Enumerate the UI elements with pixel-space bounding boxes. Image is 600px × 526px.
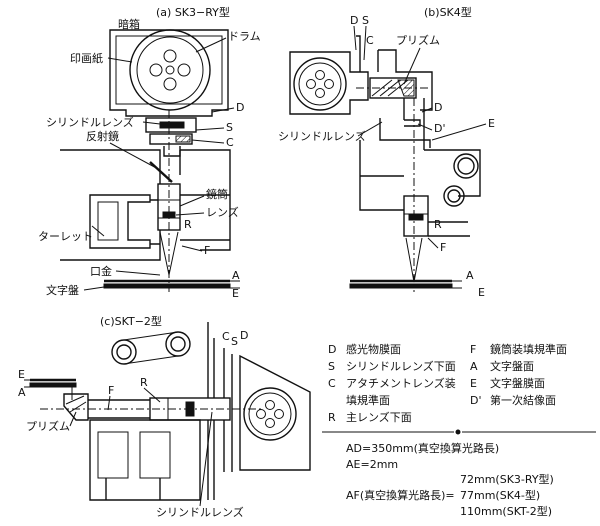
label-a-A: A (232, 269, 240, 282)
label-b-E: E (488, 117, 495, 130)
drum-circle-b (293, 57, 347, 111)
legend-text-C: アタチメントレンズ装 (346, 376, 456, 390)
label-b-S: S (362, 14, 369, 27)
legend-ad: AD=350mm(真空換算光路長) (346, 441, 499, 455)
legend-text-Dp: 第一次結像面 (490, 393, 556, 407)
legend-key-S: S (328, 360, 335, 373)
legend-af-1: 72mm(SK3-RY型) (460, 472, 554, 486)
pulley-b-bottom (443, 185, 465, 207)
label-c-R: R (140, 376, 148, 389)
caption-b: (b)SK4型 (424, 5, 472, 19)
drum-circle (129, 29, 211, 111)
label-a-F: F (204, 244, 210, 257)
body-a (60, 149, 161, 261)
label-b-D: D (350, 14, 358, 27)
label-b-cyl-lens: シリンドルレンズ (278, 129, 366, 143)
label-c-C: C (222, 330, 230, 343)
ankan-box (109, 29, 229, 117)
legend-text-C2: 填規準面 (346, 393, 390, 407)
label-dial: 文字盤 (46, 283, 79, 297)
label-tube: 鏡筒 (206, 187, 228, 201)
label-b-C: C (366, 34, 374, 47)
legend-key-R: R (328, 411, 336, 424)
legend-af-2: 77mm(SK4-型) (460, 488, 540, 502)
label-a-S: S (226, 121, 233, 134)
label-b-A: A (466, 269, 474, 282)
legend-text-F: 鏡筒装填規準面 (490, 342, 567, 356)
legend-key-Dp: D' (470, 394, 482, 407)
legend-key-C: C (328, 377, 336, 390)
label-drum: ドラム (228, 30, 261, 43)
label-ankan: 暗箱 (118, 17, 140, 31)
legend-text-S: シリンドルレンズ下面 (346, 359, 456, 373)
caption-a: (a) SK3−RY型 (156, 5, 230, 19)
drum-box-b (289, 51, 369, 115)
label-c-cyl-lens: シリンドルレンズ (156, 505, 244, 519)
mirror-a (149, 161, 173, 183)
legend-key-E: E (470, 377, 477, 390)
pulley-c-left (111, 339, 137, 365)
label-c-F: F (108, 384, 114, 397)
drum-box-c (239, 354, 311, 471)
dial-b (349, 283, 453, 289)
legend-ae: AE=2mm (346, 458, 398, 471)
legend-af-prefix: AF(真空換算光路長)= (346, 488, 455, 502)
dial-a (103, 283, 231, 289)
label-b-D-top: D (434, 101, 442, 114)
diagram-a-sk3-ry: (a) SK3−RY型 (38, 5, 261, 300)
turret-a (89, 194, 151, 249)
legend-text-D: 感光物膜面 (346, 342, 401, 356)
label-mirror: 反射鏡 (86, 129, 119, 143)
legend-af-3: 110mm(SKT-2型) (460, 504, 552, 518)
label-b-D-prime: D' (434, 122, 446, 135)
legend-divider-dot (455, 429, 461, 435)
label-paper: 印画紙 (70, 51, 103, 65)
label-c-E: E (18, 368, 25, 381)
prism-c (63, 393, 89, 421)
label-c-prism: プリズム (26, 419, 70, 433)
legend-text-R: 主レンズ下面 (346, 410, 412, 424)
label-a-D: D (236, 101, 244, 114)
legend-key-A: A (470, 360, 478, 373)
label-c-S: S (231, 335, 238, 348)
legend-text-E: 文字盤膜面 (490, 376, 545, 390)
label-c-A: A (18, 386, 26, 399)
diagram-b-sk4: (b)SK4型 (278, 5, 495, 299)
legend-text-A: 文字盤面 (490, 359, 534, 373)
label-turret: ターレット (38, 230, 93, 243)
label-mouthpiece: 口金 (90, 264, 112, 278)
label-cyl-lens-a: シリンドルレンズ (46, 115, 134, 129)
label-b-F: F (440, 241, 446, 254)
pulley-b-top (453, 153, 479, 179)
label-a-R: R (184, 218, 192, 231)
drum-circle-c (243, 387, 297, 441)
label-lens: レンズ (206, 205, 239, 219)
legend: D 感光物膜面 S シリンドルレンズ下面 C アタチメントレンズ装 填規準面 R… (322, 342, 596, 518)
label-b-E2: E (478, 286, 485, 299)
dial-c (29, 382, 77, 388)
label-b-prism: プリズム (396, 33, 440, 47)
label-a-E: E (232, 287, 239, 300)
label-c-D: D (240, 329, 248, 342)
diagram-c-skt-2: (c)SKT−2型 (18, 314, 311, 519)
caption-c: (c)SKT−2型 (100, 314, 162, 328)
pulley-c-right (165, 331, 191, 357)
legend-key-F: F (470, 343, 476, 356)
legend-key-D: D (328, 343, 336, 356)
label-b-R: R (434, 218, 442, 231)
label-a-C: C (226, 136, 234, 149)
